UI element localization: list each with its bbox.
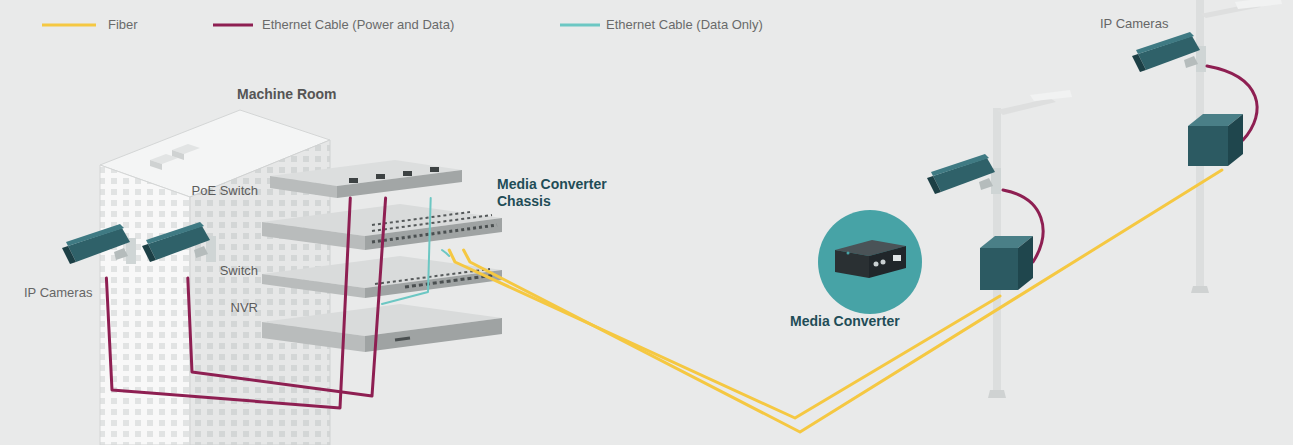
device-label: IP Cameras xyxy=(1100,15,1168,32)
ip-camera-group: IP Cameras xyxy=(1095,12,1262,170)
device-side xyxy=(262,322,365,352)
box-side xyxy=(1018,236,1033,290)
device-label: Media Converter Chassis xyxy=(497,176,637,210)
device-label: Media Converter xyxy=(790,313,900,330)
device-label: Machine Room xyxy=(237,86,337,103)
fiber-port xyxy=(874,262,879,267)
roof-unit xyxy=(172,150,184,160)
device-front xyxy=(337,170,462,198)
device-front xyxy=(869,246,906,278)
ethernet-port xyxy=(893,255,901,261)
legend-sample xyxy=(42,22,96,28)
legend-text: Fiber xyxy=(108,16,138,33)
poe-switch: PoE Switch xyxy=(268,160,464,198)
ethernet-power-data-cable xyxy=(188,198,386,396)
fiber-cable xyxy=(464,170,1222,432)
device-port xyxy=(430,167,439,172)
ip-camera-group: IP Cameras xyxy=(62,232,210,278)
device-label: PoE Switch xyxy=(192,182,258,199)
lamp-arm xyxy=(997,98,1056,115)
ethernet-power-data-cable xyxy=(106,198,385,408)
pole-base xyxy=(1191,286,1209,293)
ip-camera xyxy=(62,224,136,264)
box-front xyxy=(980,248,1018,290)
device-port xyxy=(395,338,410,340)
device-label: IP Cameras xyxy=(24,284,92,301)
legend: Fiber Ethernet Cable (Power and Data) Ethe… xyxy=(0,0,1293,40)
device-port xyxy=(403,171,412,176)
media-converter-box xyxy=(1188,114,1243,166)
lamp-head xyxy=(1030,90,1072,101)
device-ports xyxy=(372,212,470,225)
media-converter-chassis: Media Converter Chassis xyxy=(262,204,502,250)
poe-switch-device xyxy=(270,160,462,198)
device-logo xyxy=(847,252,850,255)
box-front xyxy=(1188,126,1228,166)
legend-sample xyxy=(213,22,253,28)
legend-line xyxy=(560,24,600,27)
callout-circle xyxy=(818,210,922,314)
fiber-port xyxy=(881,260,886,265)
device-port xyxy=(349,178,358,183)
fiber-cable xyxy=(464,170,1222,432)
roof-unit xyxy=(150,160,162,170)
pole-base xyxy=(988,390,1006,398)
device-side xyxy=(262,274,365,298)
ethernet-data-cable xyxy=(382,198,431,304)
device-side xyxy=(835,250,869,278)
box-side xyxy=(1228,114,1243,166)
media-converter: Media Converter xyxy=(818,205,1040,296)
legend-line xyxy=(213,24,253,27)
device-label: Switch xyxy=(220,262,258,279)
nvr-device xyxy=(262,304,502,352)
lamp-head xyxy=(1235,0,1282,9)
building-wall xyxy=(100,165,190,445)
ip-camera xyxy=(142,222,216,262)
device-port xyxy=(376,174,385,179)
device-ports xyxy=(405,275,495,287)
media-converter-callout xyxy=(818,210,922,314)
device-side xyxy=(270,176,337,198)
ethernet-data-cable xyxy=(382,198,431,304)
switch: Switch xyxy=(262,256,502,298)
machine-room-building: Machine RoomIP CamerasPoE SwitchMedia Co… xyxy=(95,80,505,440)
ip-camera xyxy=(927,154,1001,194)
legend-sample xyxy=(560,22,600,28)
nvr: NVR xyxy=(262,304,502,352)
legend-text: Ethernet Cable (Power and Data) xyxy=(262,16,454,33)
media-converter-box xyxy=(980,236,1033,290)
ip-camera xyxy=(1132,32,1206,72)
device-front xyxy=(365,318,502,352)
legend-text: Ethernet Cable (Data Only) xyxy=(606,16,763,33)
device-label: NVR xyxy=(231,299,258,316)
legend-line xyxy=(42,24,96,27)
